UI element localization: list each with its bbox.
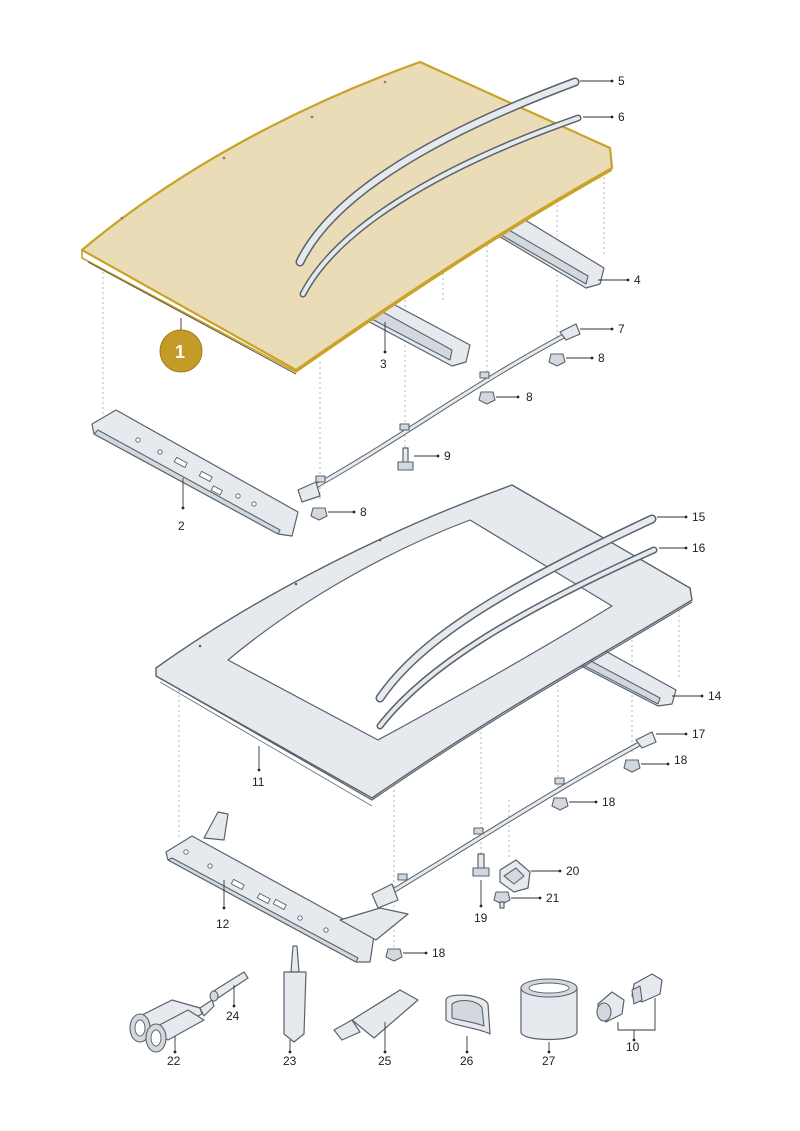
part-1-badge: 1 <box>159 318 203 373</box>
part-18-nut-c: 18 <box>385 946 446 962</box>
part-18-nut-a: 18 <box>623 753 688 773</box>
label-3: 3 <box>380 357 387 371</box>
part-10-fasteners: 10 <box>596 973 663 1054</box>
badge-1-text: 1 <box>175 342 185 362</box>
label-19: 19 <box>474 911 488 925</box>
label-26: 26 <box>460 1054 474 1068</box>
label-23: 23 <box>283 1054 297 1068</box>
part-19-bolt: 19 <box>472 853 490 925</box>
label-18-a: 18 <box>674 753 688 767</box>
label-5: 5 <box>618 74 625 88</box>
label-18-c: 18 <box>432 946 446 960</box>
part-16-roof-rail: 16 <box>376 541 706 730</box>
part-21-small-bolt: 21 <box>493 891 560 909</box>
label-22: 22 <box>167 1054 181 1068</box>
label-21: 21 <box>546 891 560 905</box>
part-9-bolt: 9 <box>397 447 451 471</box>
label-8-c: 8 <box>360 505 367 519</box>
part-15-roof-rail: 15 <box>375 510 706 703</box>
label-14: 14 <box>708 689 722 703</box>
label-2: 2 <box>178 519 185 533</box>
part-7-side-reinforcement: 7 <box>297 322 625 503</box>
part-1-roof-panel-highlighted <box>80 60 614 375</box>
part-17-side-reinforcement: 17 <box>371 727 706 909</box>
part-25-adhesive-tube: 25 <box>333 989 419 1068</box>
label-16: 16 <box>692 541 706 555</box>
part-27-primer-can: 27 <box>520 978 578 1068</box>
label-12: 12 <box>216 917 230 931</box>
part-5-roof-rail: 5 <box>295 74 625 267</box>
label-18-b: 18 <box>602 795 616 809</box>
part-2-front-cross-member: 2 <box>91 409 299 537</box>
label-7: 7 <box>618 322 625 336</box>
label-24: 24 <box>226 1009 240 1023</box>
label-20: 20 <box>566 864 580 878</box>
part-23-sealant-cartridge: 23 <box>283 945 307 1068</box>
label-6: 6 <box>618 110 625 124</box>
part-18-nut-b: 18 <box>551 795 616 811</box>
part-8-nut-b: 8 <box>478 390 533 405</box>
label-4: 4 <box>634 273 641 287</box>
label-25: 25 <box>378 1054 392 1068</box>
part-12-front-cross-member: 12 <box>165 811 409 963</box>
part-6-roof-rail: 6 <box>299 110 625 298</box>
label-15: 15 <box>692 510 706 524</box>
part-22-twin-cartridge: 22 <box>129 999 215 1068</box>
label-11: 11 <box>252 775 265 789</box>
part-26-adhesive-tape-roll: 26 <box>445 994 491 1068</box>
label-27: 27 <box>542 1054 556 1068</box>
label-8-b: 8 <box>526 390 533 404</box>
part-24-mixing-nozzle: 24 <box>209 971 249 1023</box>
part-8-nut-c: 8 <box>310 505 367 521</box>
label-17: 17 <box>692 727 706 741</box>
label-9: 9 <box>444 449 451 463</box>
label-10: 10 <box>626 1040 640 1054</box>
part-20-clip: 20 <box>499 859 580 893</box>
part-8-nut-a: 8 <box>548 351 605 367</box>
label-8-a: 8 <box>598 351 605 365</box>
